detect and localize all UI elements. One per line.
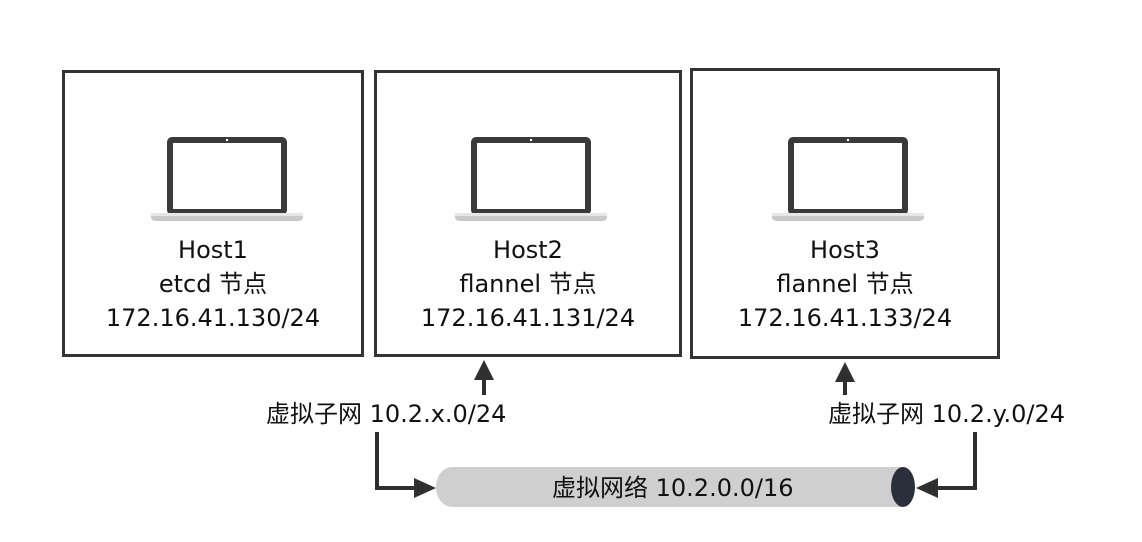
laptop-icon (151, 137, 303, 221)
host1-box: Host1 etcd 节点 172.16.41.130/24 (62, 70, 364, 357)
right-subnet-connector (916, 432, 977, 498)
host2-box: Host2 flannel 节点 172.16.41.131/24 (374, 70, 682, 357)
host3-uplink-arrow (835, 362, 855, 395)
host1-role: etcd 节点 (158, 270, 268, 298)
host3-label: Host3 flannel 节点 172.16.41.133/24 (693, 233, 997, 335)
host2-uplink-arrow (474, 360, 494, 395)
laptop-icon (455, 137, 607, 221)
host3-name: Host3 (810, 236, 880, 264)
host3-role: flannel 节点 (776, 270, 914, 298)
host2-ip: 172.16.41.131/24 (420, 304, 636, 332)
virtual-network-label: 虚拟网络 10.2.0.0/16 (552, 474, 794, 502)
host2-role: flannel 节点 (459, 270, 597, 298)
left-subnet-label: 虚拟子网 10.2.x.0/24 (266, 400, 507, 428)
host1-ip: 172.16.41.130/24 (105, 304, 321, 332)
host1-label: Host1 etcd 节点 172.16.41.130/24 (65, 233, 361, 335)
laptop-icon (772, 137, 924, 221)
host2-name: Host2 (493, 236, 563, 264)
right-subnet-label: 虚拟子网 10.2.y.0/24 (828, 400, 1065, 428)
host3-box: Host3 flannel 节点 172.16.41.133/24 (690, 68, 1000, 359)
host1-name: Host1 (178, 236, 248, 264)
virtual-network-tube (436, 467, 915, 507)
host3-ip: 172.16.41.133/24 (737, 304, 953, 332)
left-subnet-connector (375, 432, 436, 498)
host2-label: Host2 flannel 节点 172.16.41.131/24 (377, 233, 679, 335)
